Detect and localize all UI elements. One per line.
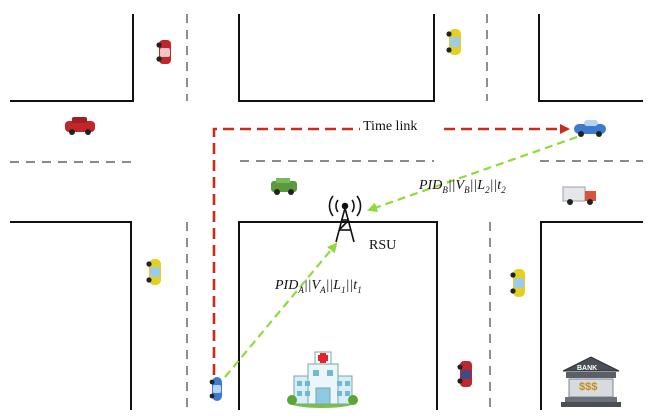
comm-link-b — [367, 135, 578, 213]
lane-markings — [10, 14, 643, 410]
block-top-center — [238, 14, 435, 102]
car-icon-red-left — [65, 117, 95, 135]
formula-a: PIDA||VA||L1||t1 — [275, 278, 362, 295]
time-link-path — [212, 124, 570, 375]
block-bottom-right — [540, 221, 643, 410]
car-icon-green-center — [271, 178, 297, 195]
bank-label: BANK — [577, 365, 598, 372]
rsu-antenna-icon — [328, 195, 362, 243]
time-link-label-bg — [360, 119, 440, 137]
time-link-label: Time link — [363, 119, 418, 134]
car-icon-blue-right — [574, 120, 606, 137]
car-icon-yellow-top — [446, 29, 461, 55]
road-boundaries — [10, 14, 643, 410]
block-bottom-center — [238, 221, 438, 410]
rsu-label: RSU — [369, 238, 397, 253]
bank-sign: $$$ — [579, 381, 598, 393]
car-icon-red-bottom — [457, 361, 472, 387]
block-bottom-left — [10, 221, 132, 410]
car-icon-yellow-left — [146, 259, 161, 285]
block-top-left — [10, 14, 134, 102]
car-icon-yellow-right — [510, 269, 525, 297]
car-icon-red-top-left — [156, 40, 171, 64]
block-top-right — [538, 14, 643, 102]
bank-icon — [561, 356, 621, 407]
truck-icon — [562, 186, 596, 205]
car-icon-blue-bottom — [209, 377, 222, 401]
formula-b: PIDB||VB||L2||t2 — [419, 178, 506, 195]
hospital-icon — [287, 351, 358, 408]
comm-link-a — [224, 242, 338, 378]
